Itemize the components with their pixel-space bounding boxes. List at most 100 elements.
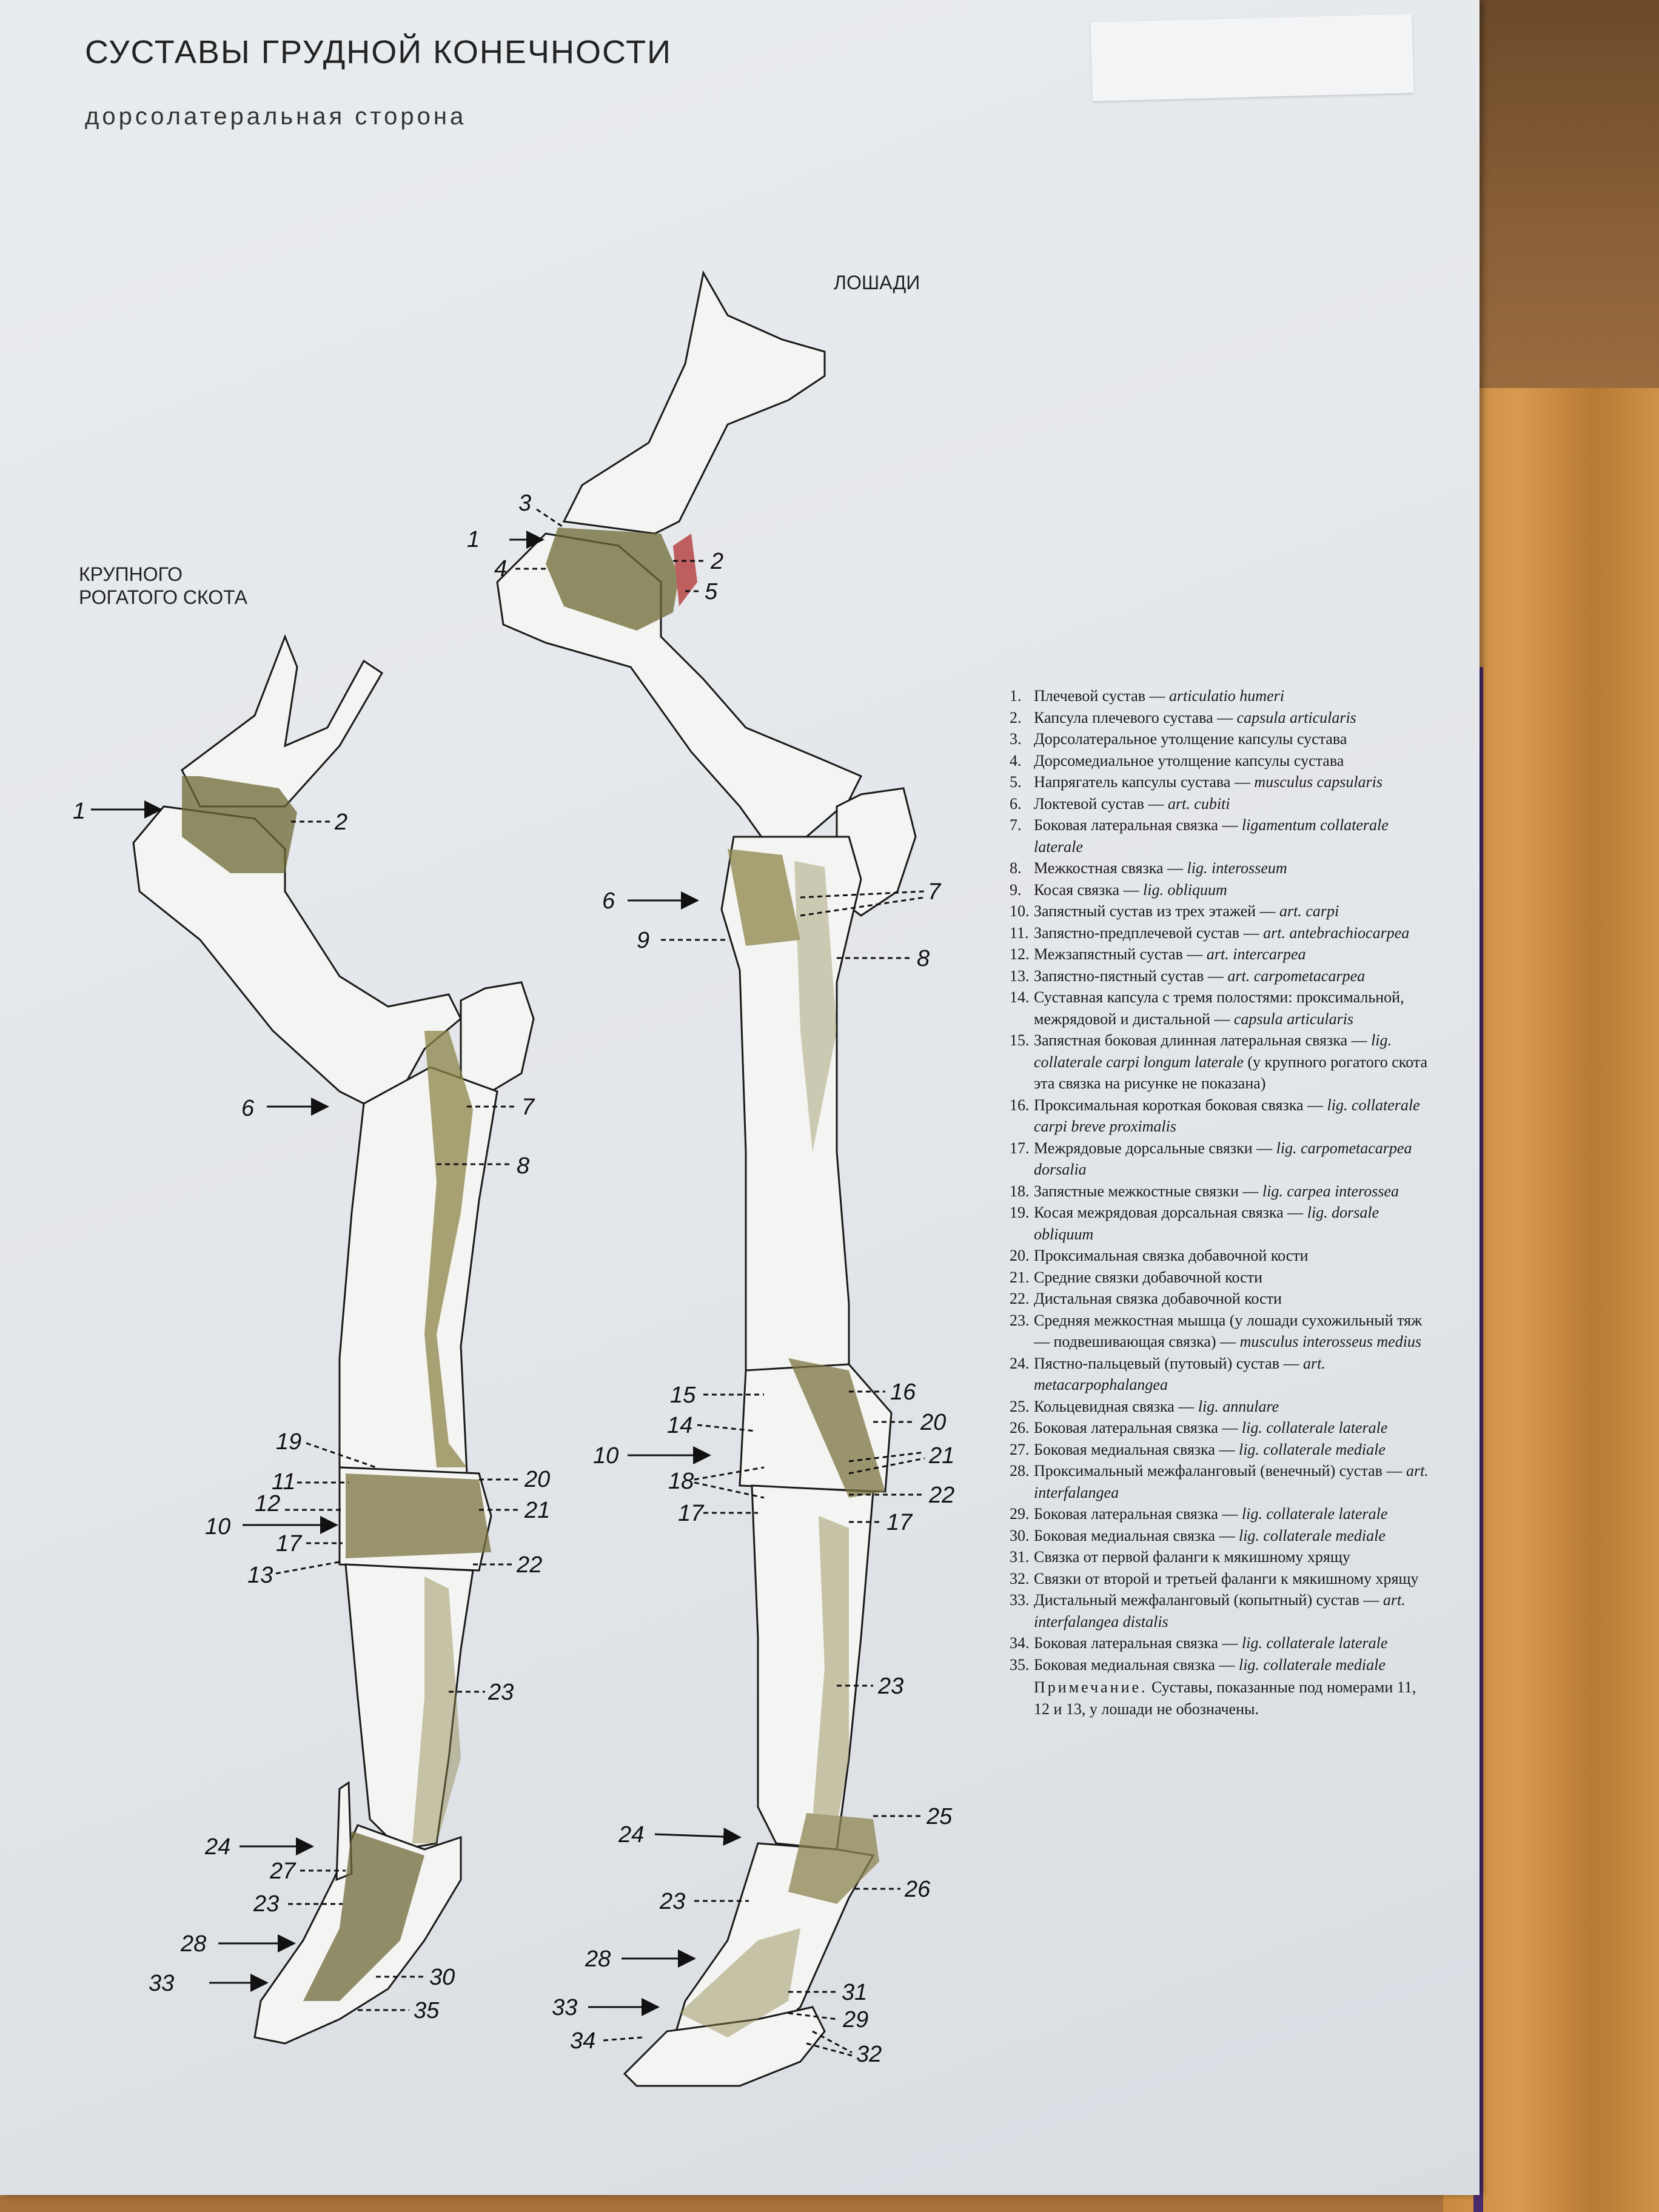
legend-item: 6.Локтевой сустав — art. cubiti (1010, 794, 1230, 813)
legend-item: 18.Запястные межкостные связки — lig. ca… (1010, 1182, 1399, 1200)
cattle-label-7: 7 (521, 1094, 535, 1120)
cattle-label-23: 23 (488, 1680, 514, 1705)
cattle-label-line: КРУПНОГО (79, 563, 183, 585)
horse-ligaments (546, 528, 885, 2037)
legend-item: 24.Пястно-пальцевый (путовый) сустав — a… (1010, 1354, 1326, 1394)
cattle-humerus (132, 805, 462, 1105)
legend-item: 17.Межрядовые дорсальные связки — lig. c… (1010, 1139, 1412, 1179)
cattle-label-8: 8 (517, 1153, 529, 1179)
horse-label-1: 1 (467, 527, 480, 552)
page-title: СУСТАВЫ ГРУДНОЙ КОНЕЧНОСТИ (85, 34, 672, 70)
cattle-label-35: 35 (414, 1998, 440, 2023)
legend-note: Примечание. Суставы, показанные под номе… (1034, 1678, 1416, 1718)
cattle-label-11: 11 (272, 1469, 295, 1495)
legend-item: 34.Боковая латеральная связка — lig. col… (1010, 1634, 1388, 1652)
horse-label: ЛОШАДИ (834, 272, 920, 293)
horse-label-4: 4 (494, 556, 507, 581)
legend-item: 10.Запястный сустав из трех этажей — art… (1010, 902, 1339, 920)
cattle-label-20: 20 (524, 1467, 550, 1492)
legend-item: 16.Проксимальная короткая боковая связка… (1010, 1096, 1420, 1136)
horse-label-21: 21 (928, 1443, 954, 1469)
cattle-label: КРУПНОГО РОГАТОГО СКОТА (79, 563, 247, 609)
legend-item: 8.Межкостная связка — lig. interosseum (1010, 859, 1287, 877)
legend-item: 9.Косая связка — lig. obliquum (1010, 880, 1227, 899)
legend: 1.Плечевой сустав — articulatio humeri 2… (1010, 685, 1434, 1720)
legend-item: 3.Дорсолатеральное утолщение капсулы сус… (1010, 730, 1347, 748)
cattle-label-17: 17 (276, 1531, 303, 1557)
cattle-label-2: 2 (334, 809, 347, 835)
cattle-label-27: 27 (269, 1858, 297, 1884)
cattle-metacarpus (344, 1563, 474, 1851)
horse-label-31: 31 (842, 1980, 867, 2005)
cattle-number-labels: 1 2 6 7 8 19 20 11 21 12 10 17 13 22 23 … (73, 799, 550, 2023)
legend-item: 11.Запястно-предплечевой сустав — art. a… (1010, 923, 1410, 942)
legend-item: 31.Связка от первой фаланги к мякишному … (1010, 1548, 1350, 1566)
horse-label-22: 22 (928, 1483, 954, 1508)
horse-capsularis-muscle (673, 534, 697, 606)
horse-label-25: 25 (926, 1804, 953, 1829)
horse-label-34: 34 (570, 2028, 595, 2054)
horse-label-17: 17 (678, 1501, 705, 1526)
legend-item: 12.Межзапястный сустав — art. intercarpe… (1010, 945, 1306, 963)
cattle-ligaments (182, 776, 491, 2001)
legend-item: 26.Боковая латеральная связка — lig. col… (1010, 1419, 1388, 1436)
cattle-label-13: 13 (247, 1563, 273, 1588)
horse-label-32: 32 (856, 2042, 882, 2067)
horse-label-17b: 17 (886, 1510, 913, 1535)
cattle-limb (132, 634, 535, 2045)
cattle-label-19: 19 (276, 1429, 301, 1455)
legend-item: 33.Дистальный межфаланговый (копытный) с… (1010, 1591, 1406, 1631)
horse-label-28: 28 (585, 1946, 611, 1972)
legend-item: 19.Косая межрядовая дорсальная связка — … (1010, 1204, 1379, 1243)
legend-item: 15.Запястная боковая длинная латеральная… (1010, 1031, 1427, 1092)
horse-label-10: 10 (593, 1443, 618, 1469)
cattle-label-10: 10 (205, 1514, 230, 1540)
legend-item: 2.Капсула плечевого сустава — capsula ar… (1010, 708, 1356, 726)
horse-cannon (751, 1484, 874, 1851)
horse-label-23: 23 (877, 1674, 903, 1699)
legend-item: 1.Плечевой сустав — articulatio humeri (1010, 687, 1284, 705)
horse-label-29: 29 (842, 2007, 868, 2033)
horse-label-6: 6 (602, 888, 615, 914)
cattle-scapula (181, 634, 384, 808)
cattle-label-21: 21 (524, 1498, 550, 1523)
cattle-label-line: РОГАТОГО СКОТА (79, 586, 247, 608)
legend-item: 22.Дистальная связка добавочной кости (1010, 1290, 1282, 1307)
cattle-forearm (338, 1066, 498, 1475)
horse-label-5: 5 (705, 579, 718, 605)
legend-item: 28.Проксимальный межфаланговый (венечный… (1010, 1462, 1429, 1501)
horse-label-15: 15 (670, 1382, 696, 1408)
legend-item: 29.Боковая латеральная связка — lig. col… (1010, 1505, 1388, 1523)
legend-item: 30.Боковая медиальная связка — lig. coll… (1010, 1526, 1386, 1544)
cattle-label-28: 28 (180, 1931, 206, 1957)
horse-label-24: 24 (618, 1822, 644, 1848)
horse-label-8: 8 (917, 946, 930, 971)
page-subtitle: дорсолатеральная сторона (85, 103, 467, 130)
horse-label-7: 7 (928, 879, 942, 905)
limb-diagram: 1 2 6 7 8 19 20 11 21 12 10 17 13 22 23 … (73, 270, 954, 2087)
legend-item: 4.Дорсомедиальное утолщение капсулы суст… (1010, 751, 1344, 769)
horse-label-3: 3 (518, 491, 531, 516)
horse-leaders (509, 508, 925, 2057)
horse-label-33: 33 (552, 1995, 577, 2020)
legend-item: 35.Боковая медиальная связка — lig. coll… (1010, 1655, 1386, 1674)
cattle-label-1: 1 (73, 799, 85, 824)
cattle-leaders (91, 800, 518, 2011)
horse-label-26: 26 (904, 1877, 931, 1902)
horse-label-14: 14 (667, 1413, 692, 1438)
legend-item: 7.Боковая латеральная связка — ligamentu… (1010, 816, 1389, 856)
cattle-label-23b: 23 (253, 1891, 279, 1917)
cattle-label-33: 33 (149, 1971, 174, 1996)
legend-item: 25.Кольцевидная связка — lig. annulare (1010, 1397, 1279, 1415)
legend-item: 14.Суставная капсула с тремя полостями: … (1010, 988, 1404, 1028)
horse-label-23b: 23 (659, 1889, 685, 1914)
legend-item: 32.Связки от второй и третьей фаланги к … (1010, 1569, 1419, 1587)
horse-label-18: 18 (668, 1469, 694, 1494)
cattle-label-22: 22 (516, 1552, 542, 1578)
legend-item: 21.Средние связки добавочной кости (1010, 1268, 1262, 1286)
horse-label-9: 9 (637, 928, 649, 953)
horse-scapula (562, 270, 826, 535)
horse-number-labels: 3 1 2 4 5 6 7 9 8 15 16 14 20 10 21 18 2… (467, 491, 954, 2067)
horse-label-20: 20 (920, 1410, 946, 1435)
cattle-label-6: 6 (241, 1096, 255, 1121)
